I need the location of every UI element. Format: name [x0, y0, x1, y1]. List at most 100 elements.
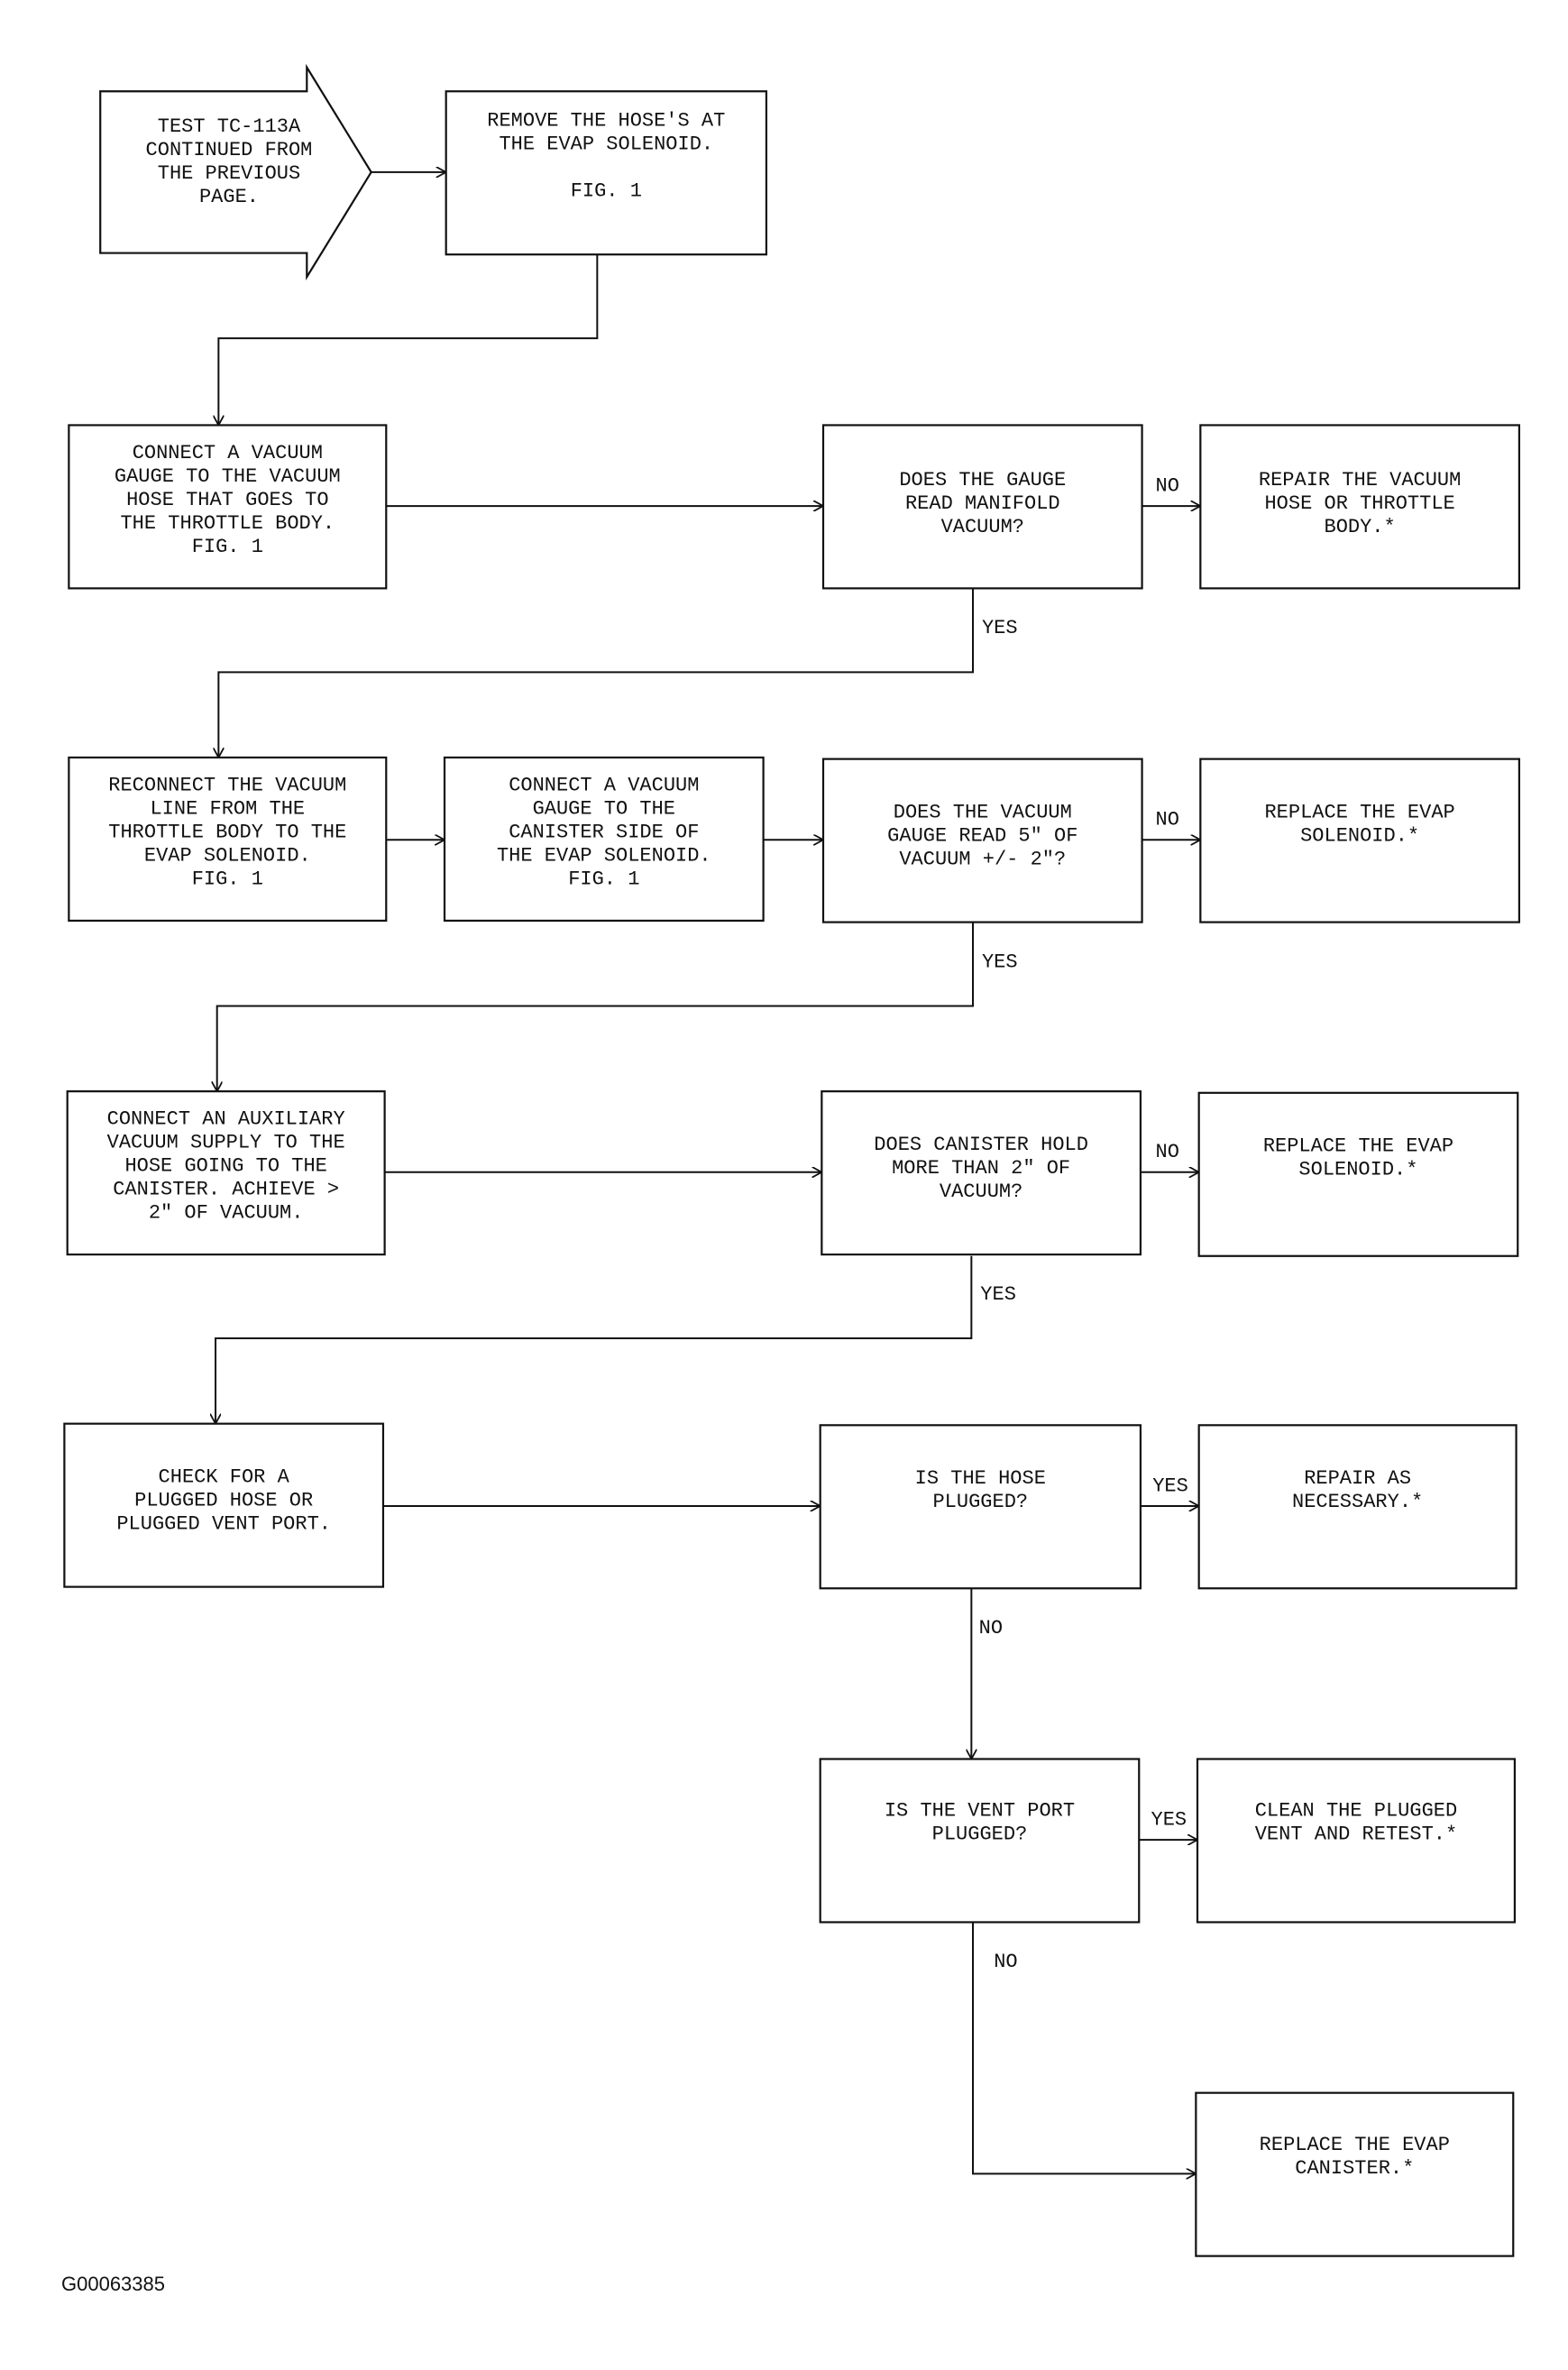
manifold-vacuum-decision-text-line: VACUUM?	[941, 516, 1024, 538]
auxiliary-vacuum-box-text-line: VACUUM SUPPLY TO THE	[107, 1132, 345, 1154]
connect-gauge-canister-box-frame	[443, 756, 765, 923]
edge-five-yes	[217, 922, 974, 1092]
repair-as-necessary-box-text-line: REPAIR AS	[1304, 1467, 1411, 1490]
five-inch-vacuum-decision-text-line: DOES THE VACUUM	[894, 801, 1072, 823]
auxiliary-vacuum-box-text-line: CONNECT AN AUXILIARY	[107, 1108, 345, 1131]
replace-solenoid-box-2-text-line: REPLACE THE EVAP	[1263, 1135, 1453, 1158]
five-inch-vacuum-decision-text-line: GAUGE READ 5" OF	[887, 824, 1077, 847]
yes-label-1: YES	[982, 617, 1018, 639]
no-label-5: NO	[994, 1951, 1017, 1973]
edge-remove-to-connect	[218, 254, 599, 425]
yes-label-3: YES	[980, 1283, 1016, 1306]
connect-gauge-canister-box-text-line: CONNECT A VACUUM	[509, 774, 699, 796]
connect-gauge-throttle-box-frame	[68, 424, 388, 590]
clean-vent-box-text-line: VENT AND RETEST.*	[1255, 1823, 1457, 1846]
edge-hold-yes	[215, 1255, 973, 1424]
yes-label-4: YES	[1152, 1474, 1188, 1497]
repair-hose-throttle-box-text-line: REPAIR THE VACUUM	[1259, 469, 1461, 491]
hose-plugged-decision-text-line: PLUGGED?	[932, 1491, 1028, 1513]
replace-solenoid-box-1-text-line: SOLENOID.*	[1300, 824, 1419, 847]
canister-hold-decision-text-line: VACUUM?	[940, 1180, 1022, 1203]
reconnect-line-box-text-line: FIG. 1	[192, 868, 263, 890]
connect-gauge-throttle-box-text-line: HOSE THAT GOES TO	[126, 489, 328, 511]
replace-canister-box-frame	[1195, 2091, 1515, 2257]
yes-label-2: YES	[982, 951, 1018, 973]
repair-hose-throttle-box-text-line: BODY.*	[1325, 516, 1396, 538]
replace-solenoid-box-2-frame	[1197, 1091, 1519, 1257]
reconnect-line-box-text-line: RECONNECT THE VACUUM	[108, 774, 346, 796]
edge-vent-no	[972, 1922, 1196, 2173]
start-text-line: THE PREVIOUS	[158, 162, 300, 185]
replace-solenoid-box-1-text-line: REPLACE THE EVAP	[1264, 801, 1454, 823]
canister-hold-decision-frame	[821, 1090, 1142, 1256]
repair-as-necessary-box-text-line: NECESSARY.*	[1292, 1491, 1423, 1513]
repair-hose-throttle-box-frame	[1199, 424, 1520, 590]
manifold-vacuum-decision-frame	[821, 424, 1143, 590]
connect-gauge-canister-box-text-line: FIG. 1	[568, 868, 639, 890]
replace-canister-box-text-line: CANISTER.*	[1295, 2157, 1414, 2180]
connect-gauge-canister-box-text-line: GAUGE TO THE	[533, 797, 675, 820]
reconnect-line-box-frame	[68, 756, 388, 923]
auxiliary-vacuum-box-text-line: CANISTER. ACHIEVE >	[113, 1179, 339, 1201]
canister-hold-decision-text-line: MORE THAN 2" OF	[892, 1157, 1070, 1180]
remove-hoses-box-frame	[445, 90, 768, 256]
vent-port-plugged-decision-text-line: PLUGGED?	[932, 1823, 1028, 1846]
check-plugged-box-frame	[63, 1422, 385, 1588]
no-label-4: NO	[979, 1617, 1003, 1640]
vent-port-plugged-decision-frame	[819, 1758, 1141, 1924]
clean-vent-box-text-line: CLEAN THE PLUGGED	[1255, 1800, 1457, 1823]
connect-gauge-canister-box-text-line: THE EVAP SOLENOID.	[497, 844, 711, 867]
start-text-line: PAGE.	[199, 186, 259, 208]
reconnect-line-box-text-line: THROTTLE BODY TO THE	[108, 821, 346, 843]
connect-gauge-throttle-box-text-line: GAUGE TO THE VACUUM	[115, 465, 341, 488]
no-label-2: NO	[1156, 809, 1179, 831]
reconnect-line-box-text-line: LINE FROM THE	[150, 797, 305, 820]
edge-manifold-yes	[218, 588, 974, 758]
vent-port-plugged-decision-text-line: IS THE VENT PORT	[885, 1800, 1075, 1823]
hose-plugged-decision-frame	[819, 1424, 1142, 1590]
connect-gauge-canister-box-text-line: CANISTER SIDE OF	[509, 821, 699, 843]
check-plugged-box-text-line: PLUGGED HOSE OR	[134, 1489, 313, 1511]
check-plugged-box-text-line: CHECK FOR A	[159, 1465, 290, 1488]
connect-gauge-throttle-box-text-line: FIG. 1	[192, 536, 263, 558]
repair-as-necessary-box-frame	[1197, 1424, 1518, 1590]
start-text-line: CONTINUED FROM	[146, 139, 313, 161]
manifold-vacuum-decision-text-line: DOES THE GAUGE	[899, 469, 1066, 491]
remove-hoses-box-text-line: REMOVE THE HOSE'S AT	[487, 109, 725, 132]
reconnect-line-box-text-line: EVAP SOLENOID.	[144, 844, 311, 867]
replace-solenoid-box-1-frame	[1199, 758, 1520, 923]
connect-gauge-throttle-box-text-line: THE THROTTLE BODY.	[120, 512, 335, 535]
remove-hoses-box-text-line: FIG. 1	[571, 179, 642, 202]
figure-id: G00063385	[61, 2273, 165, 2295]
flowchart-connectors	[215, 172, 1200, 2173]
canister-hold-decision-text-line: DOES CANISTER HOLD	[874, 1134, 1088, 1156]
replace-solenoid-box-2-text-line: SOLENOID.*	[1298, 1159, 1417, 1181]
auxiliary-vacuum-box-text-line: HOSE GOING TO THE	[124, 1155, 326, 1178]
repair-hose-throttle-box-text-line: HOSE OR THROTTLE	[1264, 492, 1454, 515]
five-inch-vacuum-decision-frame	[821, 758, 1143, 923]
five-inch-vacuum-decision-text-line: VACUUM +/- 2"?	[899, 848, 1066, 870]
remove-hoses-box-text-line: THE EVAP SOLENOID.	[499, 133, 713, 155]
yes-label-5: YES	[1151, 1809, 1187, 1832]
no-label-1: NO	[1156, 474, 1179, 497]
